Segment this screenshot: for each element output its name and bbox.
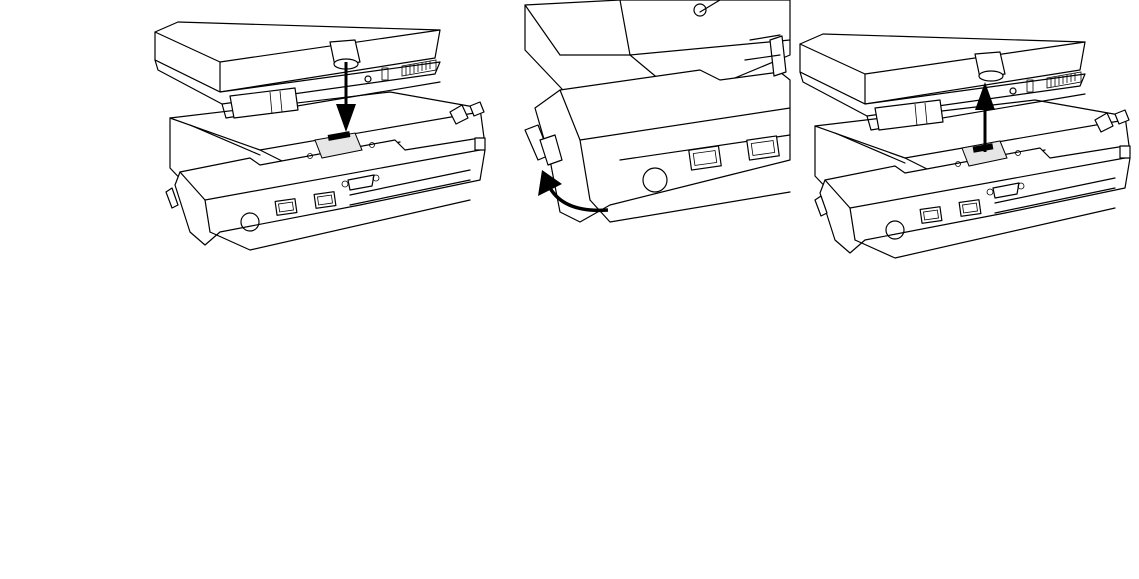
- panel-undock-laptop: [790, 0, 1139, 270]
- port-replicator-base: [166, 92, 485, 250]
- panel-release-lever: [520, 0, 790, 230]
- port-replicator-base: [815, 100, 1130, 258]
- panel-dock-laptop: [150, 0, 495, 260]
- port-replicator-closeup: [525, 0, 790, 222]
